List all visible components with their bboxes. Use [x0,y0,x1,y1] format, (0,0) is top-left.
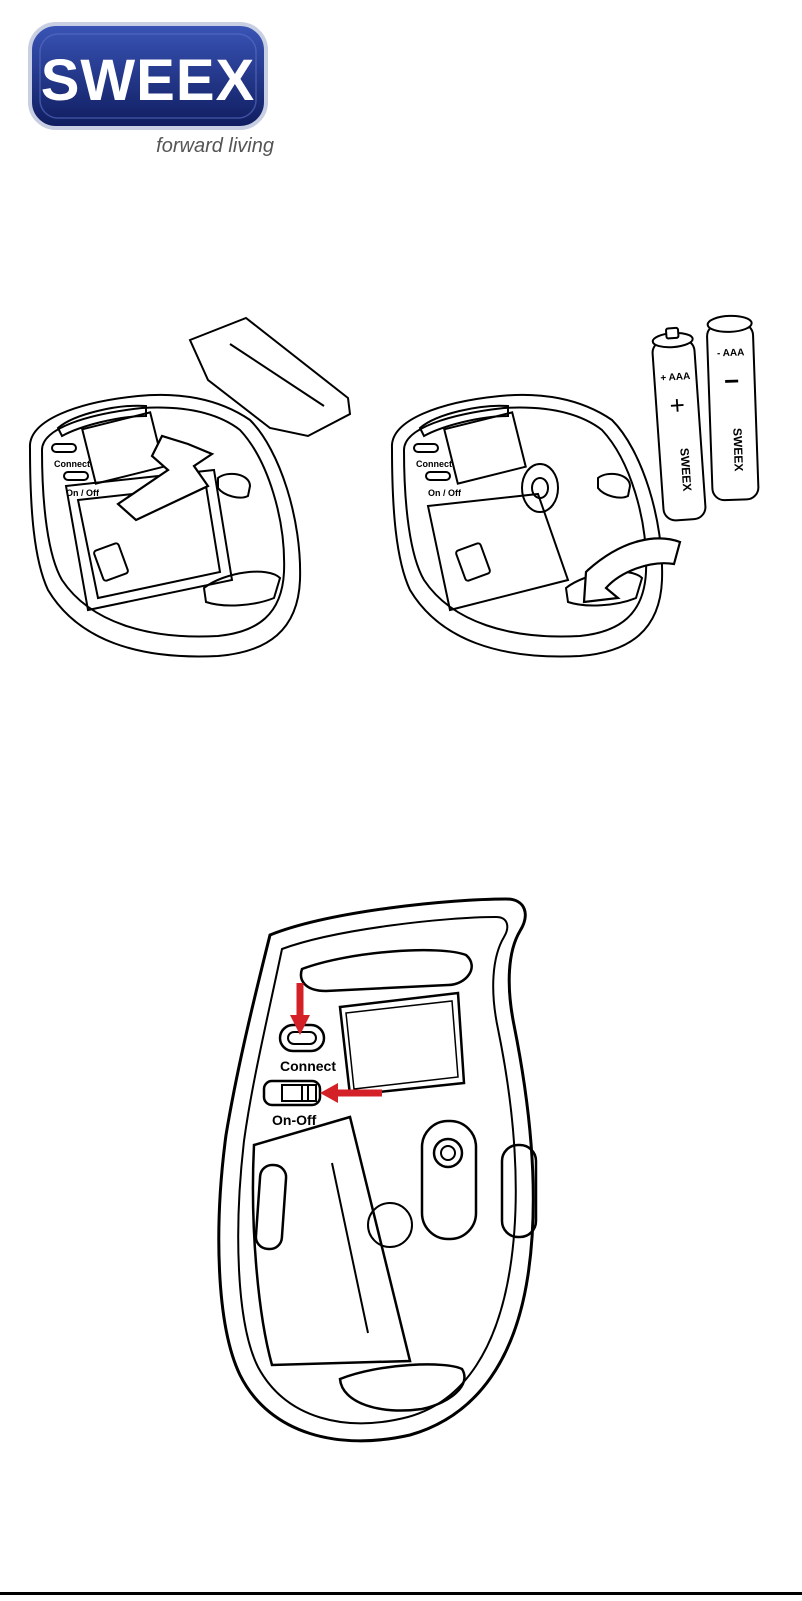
page-bottom-rule [0,1592,802,1595]
on-off-label: On / Off [428,488,462,498]
on-off-arrow [320,1083,382,1103]
battery-polarity: + [669,389,686,420]
logo-tagline: forward living [156,135,274,157]
battery-type-label: + AAA [660,371,691,384]
figure-connect-and-power: Connect On-Off [217,897,538,1443]
on-off-label: On / Off [66,488,100,498]
aaa-battery-minus: - AAA − SWEEX [706,314,760,502]
on-off-label: On-Off [272,1112,317,1128]
battery-cover [188,316,352,438]
mouse-body [28,393,302,658]
lift-arrow [116,434,215,522]
battery-cover [251,1115,412,1367]
battery-brand: SWEEX [730,428,746,472]
aaa-battery-plus: + AAA + SWEEX [651,326,707,522]
battery-type-label: - AAA [717,347,745,359]
sweex-logo: SWEEX forward living [28,22,274,157]
connect-label: Connect [416,459,452,469]
battery-polarity: − [724,366,740,397]
battery-brand: SWEEX [677,447,694,491]
connect-label: Connect [280,1058,336,1074]
connect-arrow [290,983,310,1035]
connect-label: Connect [54,459,90,469]
logo-brand-text: SWEEX [41,48,256,113]
figure-open-battery-cover: Connect On / Off [28,316,352,658]
mouse-body [217,897,535,1443]
figure-insert-batteries: Connect On / Off + AAA + SWEEX - AAA − S… [390,314,760,658]
close-arrow [582,537,682,604]
